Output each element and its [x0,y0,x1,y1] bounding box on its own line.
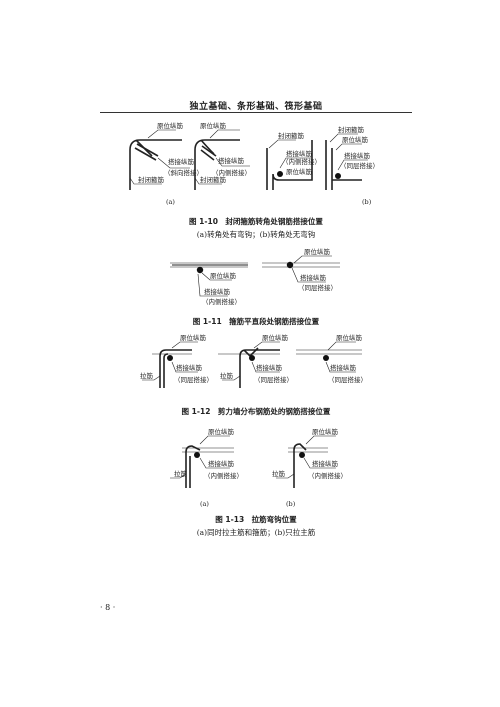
label-yuanwei-zongjin-4: 原位纵筋 [342,135,369,144]
figure-1-10-caption: 图 1-10 封闭箍筋转角处钢筋搭接位置 [189,217,323,226]
label-tongceng-2: （同层搭接） [298,283,337,292]
label-lajin-3: 拉筋 [174,469,188,478]
label-tongceng-5: （同层搭接） [328,375,367,384]
label-fengbi-gujin: 封闭箍筋 [138,175,165,184]
label-neice-2: （内侧搭接） [282,157,321,166]
label-dajie-zongjin: 搭接纵筋 [168,157,195,166]
fig13-a: 原位纵筋 搭接纵筋 （内侧搭接） 拉筋 [170,427,243,488]
label-dajie-zongjin-3: 搭接纵筋 [286,149,313,158]
label-tongceng-3: （同层搭接） [174,375,213,384]
label-lajin: 拉筋 [140,371,154,380]
fig12-mid: 原位纵筋 搭接纵筋 （同层搭接） 拉筋 [218,333,293,388]
figure-1-13-subcaption: (a)同时拉主筋和箍筋；(b)只拉主筋 [196,528,316,537]
label-tongceng-4: （同层搭接） [254,375,293,384]
fig10-sub-b: (b) [362,198,372,206]
fig10-sub-a: (a) [166,198,175,206]
label-yuanwei-zongjin-3: 原位纵筋 [286,167,313,176]
label-xiexiang: （斜向搭接） [164,168,203,177]
label-fengbi-gujin-2: 封闭箍筋 [200,175,227,184]
label-dajie-zongjin-6: 搭接纵筋 [300,273,327,282]
label-yuanwei-zongjin-11: 原位纵筋 [312,427,339,436]
fig11-right: 原位纵筋 搭接纵筋 （同层搭接） [262,247,340,292]
figure-1-13-caption: 图 1-13 拉筋弯钩位置 [215,515,297,524]
label-yuanwei-zongjin: 原位纵筋 [157,121,184,130]
label-fengbi-gujin-3: 封闭箍筋 [278,131,305,140]
label-neice-5: （内侧搭接） [308,471,347,480]
figure-1-13-diagram: 原位纵筋 搭接纵筋 （内侧搭接） 拉筋 (a) 原位纵筋 搭接纵筋 （内侧搭接）… [170,427,347,508]
figure-1-11-diagram: 原位纵筋 搭接纵筋 （内侧搭接） 原位纵筋 搭接纵筋 （同层搭接） [170,247,340,306]
figure-1-11-caption: 图 1-11 箍筋平直段处钢筋搭接位置 [192,317,320,326]
figure-1-10-diagram: 原位纵筋 搭接纵筋 （斜向搭接） 封闭箍筋 原位纵筋 搭接纵筋 （内侧搭接） 封… [129,121,379,206]
label-lajin-2: 拉筋 [220,371,234,380]
page-number: · 8 · [100,603,116,612]
label-yuanwei-zongjin-6: 原位纵筋 [304,247,331,256]
label-neice-4: （内侧搭接） [204,471,243,480]
label-neice: （内侧搭接） [212,168,251,177]
label-fengbi-gujin-4: 封闭箍筋 [338,125,365,134]
fig12-right: 原位纵筋 搭接纵筋 （同层搭接） [296,333,367,384]
fig10-b-right: 封闭箍筋 原位纵筋 搭接纵筋 （同层搭接） [325,125,379,190]
header-rule [100,112,412,113]
label-yuanwei-zongjin-2: 原位纵筋 [200,121,227,130]
label-dajie-zongjin-8: 搭接纵筋 [256,363,283,372]
label-yuanwei-zongjin-9: 原位纵筋 [336,333,363,342]
label-dajie-zongjin-4: 搭接纵筋 [344,151,371,160]
fig12-left: 原位纵筋 搭接纵筋 （同层搭接） 拉筋 [140,333,213,388]
label-lajin-4: 拉筋 [272,469,286,478]
label-dajie-zongjin-5: 搭接纵筋 [204,287,231,296]
label-dajie-zongjin-11: 搭接纵筋 [312,459,339,468]
figure-1-10-subcaption: (a)转角处有弯钩；(b)转角处无弯钩 [196,230,316,239]
label-tongceng: （同层搭接） [340,161,379,170]
label-yuanwei-zongjin-10: 原位纵筋 [208,427,235,436]
label-dajie-zongjin-9: 搭接纵筋 [330,363,357,372]
label-dajie-zongjin-7: 搭接纵筋 [176,363,203,372]
fig13-b: 原位纵筋 搭接纵筋 （内侧搭接） 拉筋 [272,427,347,488]
fig11-left: 原位纵筋 搭接纵筋 （内侧搭接） [170,262,248,306]
fig13-sub-b: (b) [286,500,296,508]
figure-1-12-caption: 图 1-12 剪力墙分布钢筋处的钢筋搭接位置 [181,407,331,416]
running-header: 独立基础、条形基础、筏形基础 [189,102,323,112]
fig13-sub-a: (a) [200,500,209,508]
label-yuanwei-zongjin-5: 原位纵筋 [210,271,237,280]
label-yuanwei-zongjin-7: 原位纵筋 [180,333,207,342]
label-dajie-zongjin-2: 搭接纵筋 [218,156,245,165]
label-neice-3: （内侧搭接） [202,297,241,306]
label-dajie-zongjin-10: 搭接纵筋 [208,459,235,468]
figure-1-12-diagram: 原位纵筋 搭接纵筋 （同层搭接） 拉筋 原位纵筋 搭接纵筋 （同层搭接） 拉筋 … [140,333,367,388]
label-yuanwei-zongjin-8: 原位纵筋 [262,333,289,342]
fig10-b-left: 封闭箍筋 搭接纵筋 （内侧搭接） 原位纵筋 [266,131,321,190]
fig10-a-right: 原位纵筋 搭接纵筋 （内侧搭接） 封闭箍筋 [194,121,251,190]
fig10-a-left: 原位纵筋 搭接纵筋 （斜向搭接） 封闭箍筋 [129,121,203,190]
